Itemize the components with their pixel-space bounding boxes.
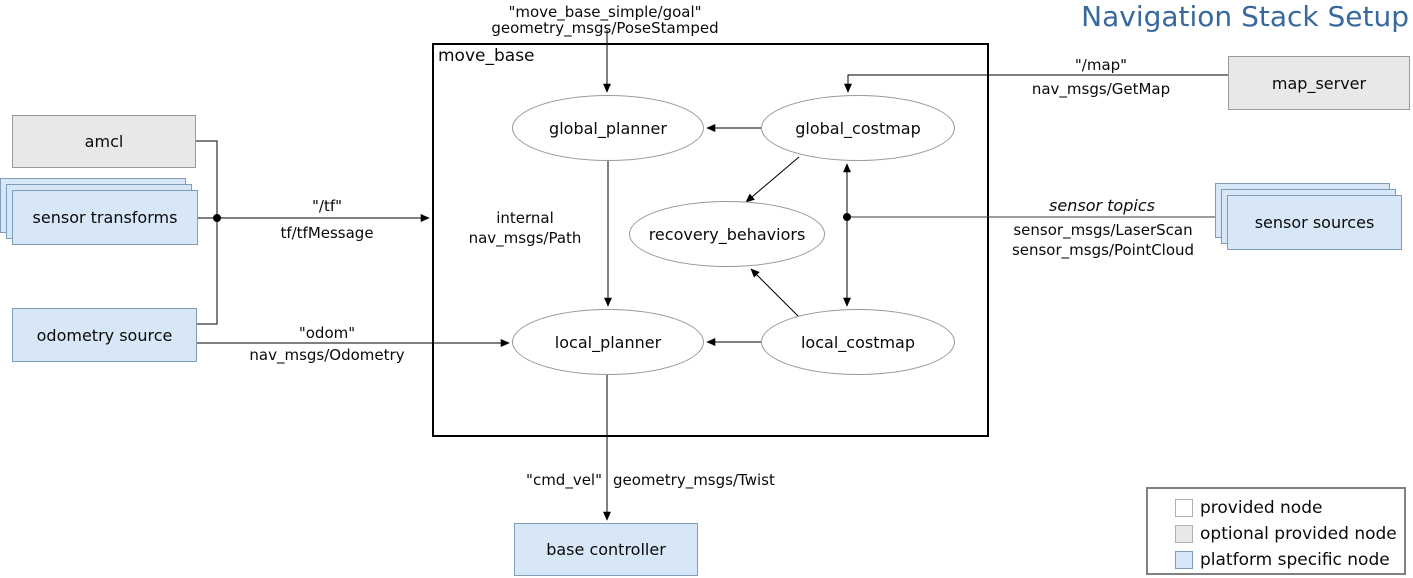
node-odometry-source: odometry source [12,308,197,362]
legend-row-platform: platform specific node [1175,550,1390,570]
move-base-container-label: move_base [438,46,535,66]
odom-type-label: nav_msgs/Odometry [249,346,405,364]
tf-type-label: tf/tfMessage [280,224,374,242]
node-local-planner: local_planner [512,309,704,375]
recovery-behaviors-label: recovery_behaviors [648,224,806,244]
cmdvel-type-label: geometry_msgs/Twist [613,471,775,489]
internal-type-label: nav_msgs/Path [468,229,582,247]
edge-gcostmap-recovery [745,156,800,203]
node-amcl: amcl [12,115,196,168]
sensor-sources-label: sensor sources [1254,213,1375,232]
local-costmap-label: local_costmap [800,332,916,352]
odom-topic-label: "odom" [298,324,356,342]
edge-amcl-junction [196,140,218,218]
node-base-controller: base controller [514,523,698,576]
legend-row-optional: optional provided node [1175,524,1397,544]
base-controller-label: base controller [546,540,666,559]
provided-node-label: provided node [1200,498,1323,518]
map-server-label: map_server [1271,73,1367,93]
tf-junction-dot [213,214,221,222]
legend-row-provided: provided node [1175,498,1322,518]
internal-topic-label: internal [496,209,554,227]
global-planner-label: global_planner [549,118,667,138]
map-type-label: nav_msgs/GetMap [1031,80,1171,98]
node-local-costmap: local_costmap [761,309,955,375]
optional-node-swatch [1175,525,1193,543]
sensor-junction-dot [843,213,851,221]
sensor-topics-label: sensor topics [1049,196,1155,215]
local-planner-label: local_planner [554,332,662,352]
node-sensor-transforms: sensor transforms [12,190,198,245]
map-topic-label: "/map" [1074,56,1128,74]
sensor-laserscan-label: sensor_msgs/LaserScan [1013,221,1193,239]
node-recovery-behaviors: recovery_behaviors [629,201,825,267]
edge-map [844,74,1228,93]
amcl-label: amcl [84,132,124,151]
platform-node-label: platform specific node [1200,550,1390,570]
node-sensor-sources: sensor sources [1227,195,1402,250]
edge-lcostmap-recovery [750,268,802,320]
move-base-container [432,43,989,437]
odometry-source-label: odometry source [36,325,173,345]
sensor-pointcloud-label: sensor_msgs/PointCloud [1011,241,1195,259]
goal-topic-label: "move_base_simple/goal" [508,3,702,21]
node-global-planner: global_planner [512,95,704,161]
node-global-costmap: global_costmap [761,95,955,161]
goal-type-label: geometry_msgs/PoseStamped [491,19,719,37]
global-costmap-label: global_costmap [795,118,921,138]
edge-odometry-junction [197,218,218,325]
tf-topic-label: "/tf" [311,197,342,215]
page-title: Navigation Stack Setup [1081,0,1409,33]
sensor-transforms-label: sensor transforms [32,208,178,227]
node-map-server: map_server [1228,56,1410,110]
platform-node-swatch [1175,551,1193,569]
cmdvel-topic-label: "cmd_vel" [526,471,602,489]
provided-node-swatch [1175,499,1193,517]
legend: provided node optional provided node pla… [1146,487,1406,575]
optional-node-label: optional provided node [1200,524,1397,544]
